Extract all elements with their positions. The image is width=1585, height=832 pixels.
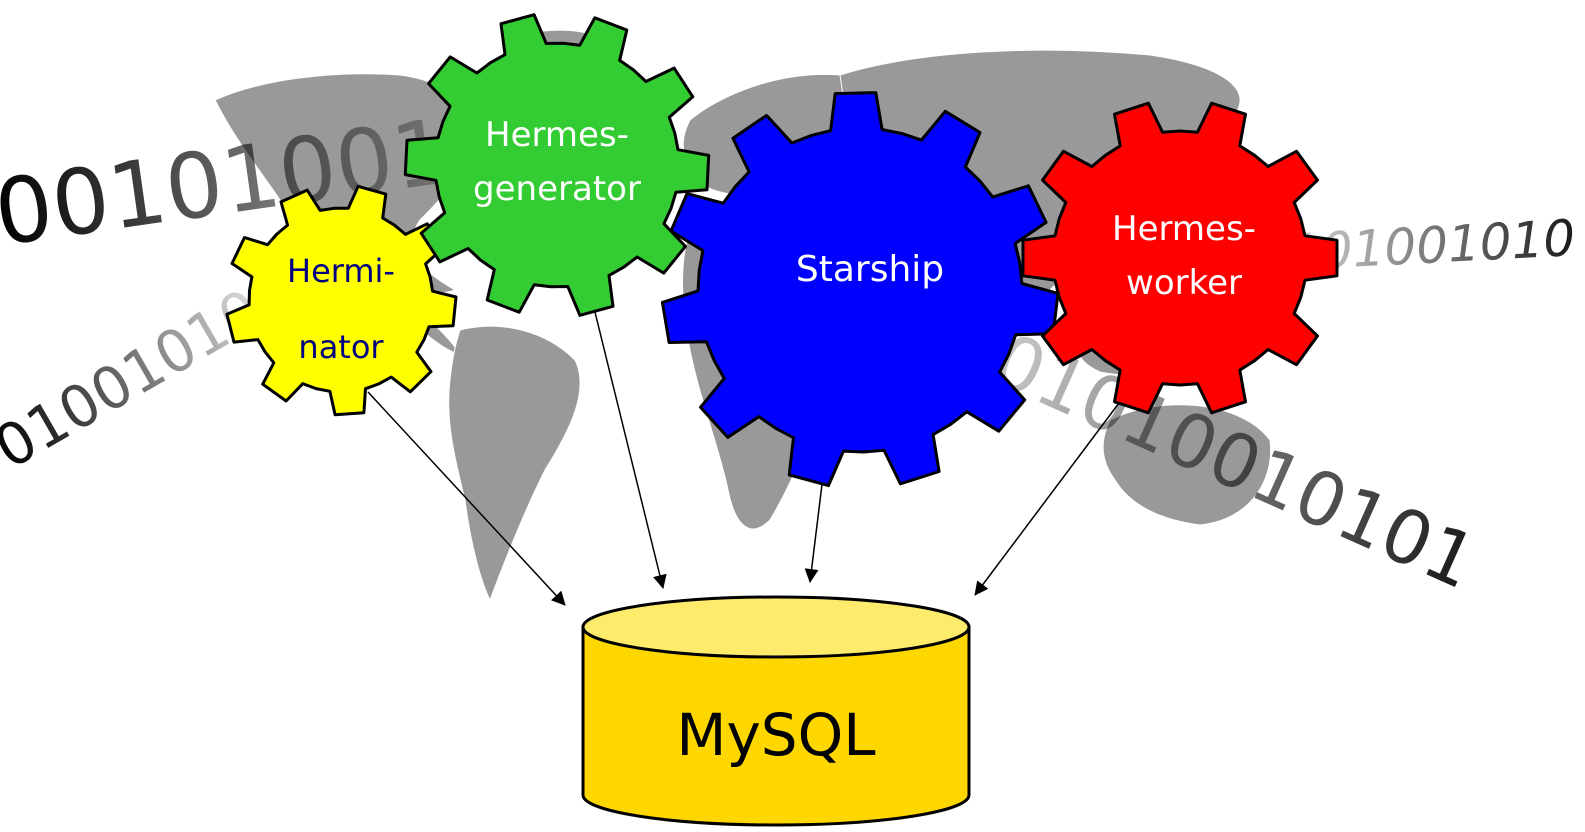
arrow-herminator-to-mysql [367,391,566,606]
hermes-worker-gear-shape [1021,101,1339,415]
hermes-worker-gear: Hermes- worker [1021,101,1339,415]
database-cylinder-body [581,625,971,827]
starship-gear: Starship [660,91,1060,487]
starship-label: Starship [796,249,944,290]
starship-gear-shape [660,91,1060,487]
herminator-label-line1: Hermi- [287,252,395,290]
binary-lower-left: 01001010 [0,276,273,482]
database-label: MySQL [676,701,875,769]
hermes-generator-gear: Hermes- generator [403,13,711,317]
hermes-generator-gear-shape [403,13,711,317]
map-south-america [448,325,581,602]
herminator-gear-shape [225,184,458,417]
hermes-worker-label-line2: worker [1126,263,1242,303]
database-cylinder-top [581,595,971,659]
mysql-database: MySQL [581,595,971,827]
hermes-worker-label-line1: Hermes- [1112,209,1256,249]
hermes-generator-label-line2: generator [473,169,641,209]
arrow-hermes-worker-to-mysql [974,394,1126,596]
arrow-hermes-generator-to-mysql [591,299,667,589]
herminator-gear: Hermi- nator [225,184,458,417]
herminator-label-line2: nator [298,328,384,366]
hermes-generator-label-line1: Hermes- [485,115,629,155]
